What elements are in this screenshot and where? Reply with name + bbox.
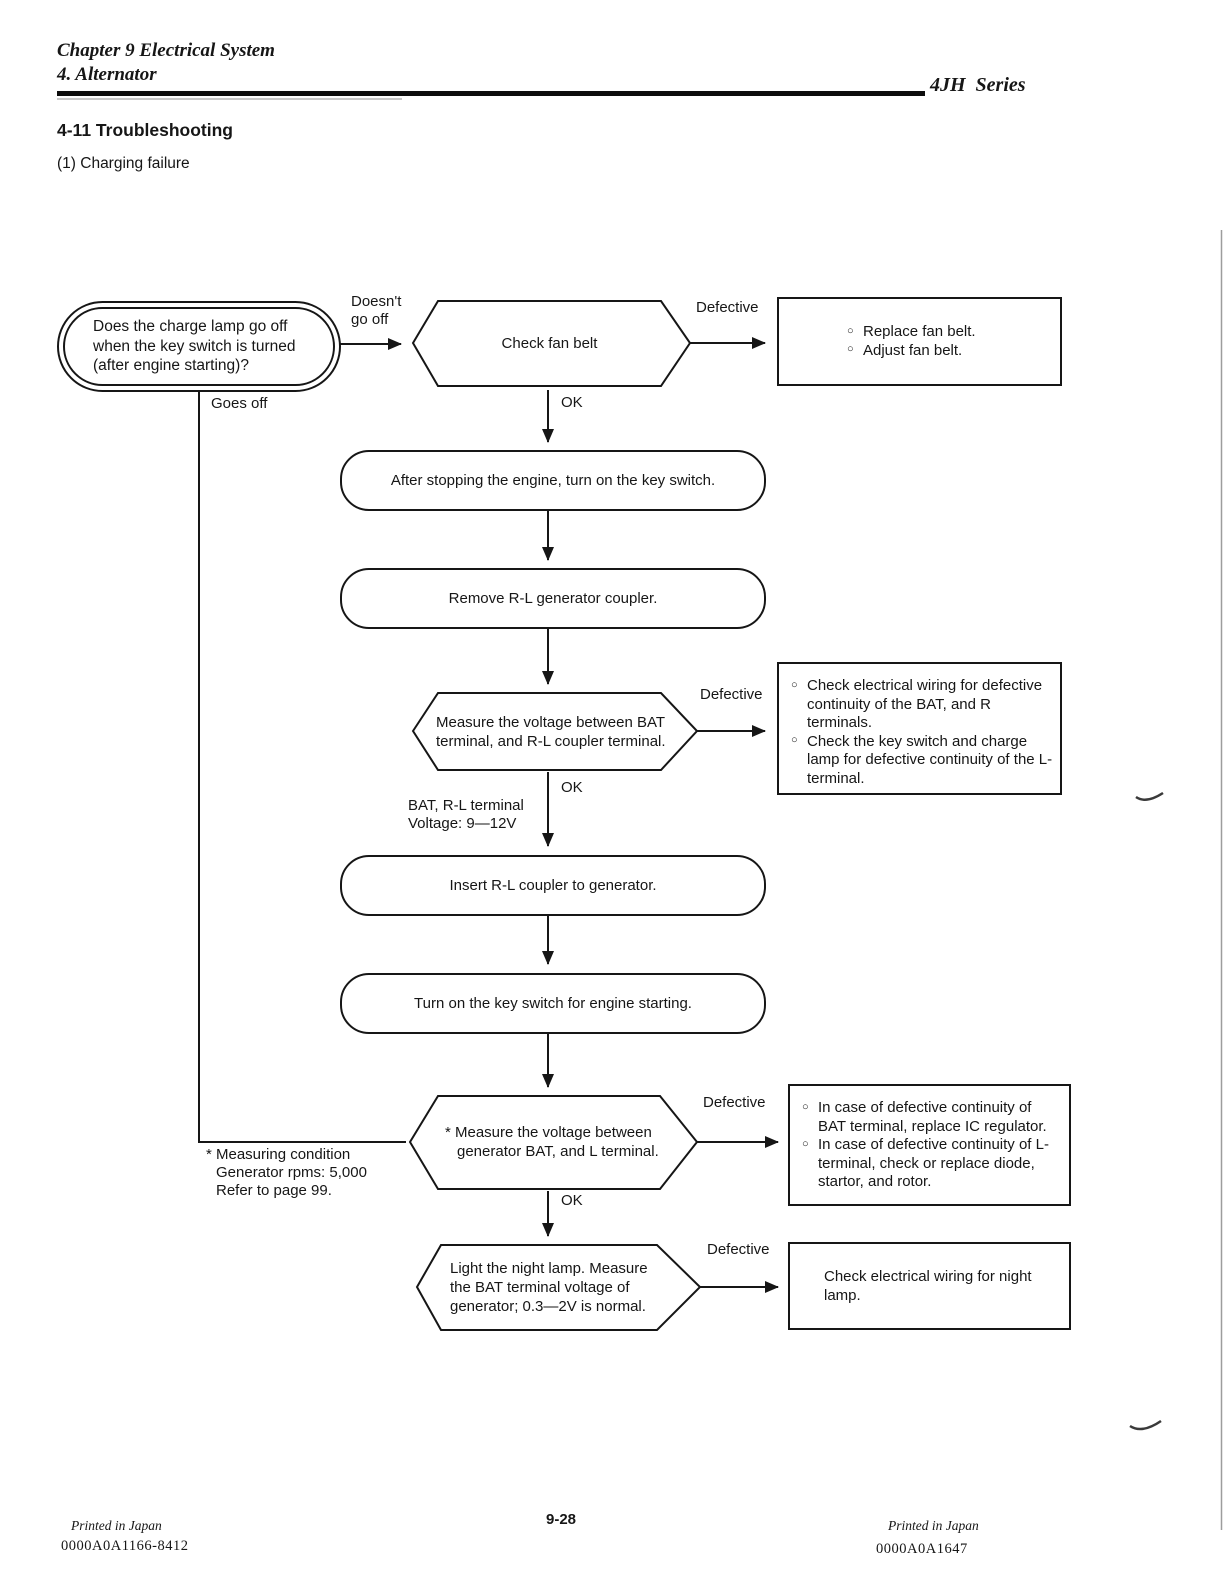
action-item: ○ In case of defective continuity of L-t… bbox=[802, 1136, 1049, 1190]
circle-bullet-icon: ○ bbox=[847, 324, 854, 337]
hexagon-measure-bat-rl bbox=[411, 692, 699, 771]
header-rule bbox=[57, 91, 925, 96]
label-defective-2: Defective bbox=[700, 686, 763, 703]
label-doesnt-go-off: Doesn't go off bbox=[351, 293, 402, 328]
note-bat-rl-voltage: BAT, R-L terminal Voltage: 9—12V bbox=[408, 797, 524, 832]
series-label: 4JH Series bbox=[930, 74, 1026, 96]
chapter-subtitle: 4. Alternator bbox=[57, 64, 157, 85]
note-measuring-condition: * Measuring condition Generator rpms: 5,… bbox=[206, 1146, 367, 1199]
label-defective-1: Defective bbox=[696, 299, 759, 316]
label-ok-2: OK bbox=[561, 779, 583, 796]
connector-goes-off bbox=[198, 390, 406, 1143]
chapter-title: Chapter 9 Electrical System bbox=[57, 40, 275, 61]
action-item: Check electrical wiring for night lamp. bbox=[824, 1268, 1032, 1304]
step-remove-coupler: Remove R-L generator coupler. bbox=[340, 568, 766, 629]
start-terminal: Does the charge lamp go off when the key… bbox=[57, 301, 341, 392]
decision-check-fan-belt: Check fan belt bbox=[501, 335, 598, 352]
label-defective-3: Defective bbox=[703, 1094, 766, 1111]
sub-heading: (1) Charging failure bbox=[57, 155, 190, 172]
label-goes-off: Goes off bbox=[211, 395, 268, 412]
action-item: ○ In case of defective continuity of BAT… bbox=[802, 1099, 1047, 1135]
footer-left-code: 0000A0A1166-8412 bbox=[61, 1538, 189, 1554]
circle-bullet-icon: ○ bbox=[791, 678, 798, 691]
page-number: 9-28 bbox=[546, 1511, 577, 1528]
circle-bullet-icon: ○ bbox=[802, 1137, 809, 1150]
action-box-regulator: ○ In case of defective continuity of BAT… bbox=[788, 1084, 1071, 1206]
hexagon-night-lamp bbox=[415, 1244, 702, 1331]
action-box-wiring-checks: ○ Check electrical wiring for defective … bbox=[777, 662, 1062, 795]
hexagon-measure-gen-bat-l bbox=[408, 1095, 699, 1190]
label-ok-1: OK bbox=[561, 394, 583, 411]
action-item: ○ Adjust fan belt. bbox=[847, 341, 963, 359]
action-item: ○ Check the key switch and charge lamp f… bbox=[791, 732, 1053, 787]
footer-right-imprint: Printed in Japan bbox=[888, 1518, 979, 1533]
decision-night-lamp: Light the night lamp. Measure the BAT te… bbox=[450, 1260, 648, 1315]
action-item: ○ Replace fan belt. bbox=[847, 323, 976, 340]
footer-left-imprint: Printed in Japan bbox=[71, 1518, 162, 1533]
circle-bullet-icon: ○ bbox=[802, 1100, 809, 1113]
start-terminal-text: Does the charge lamp go off when the key… bbox=[63, 307, 335, 386]
label-ok-3: OK bbox=[561, 1192, 583, 1209]
circle-bullet-icon: ○ bbox=[791, 734, 798, 746]
scan-mark-1 bbox=[1135, 791, 1164, 801]
step-stop-engine: After stopping the engine, turn on the k… bbox=[340, 450, 766, 511]
circle-bullet-icon: ○ bbox=[847, 343, 854, 355]
decision-measure-bat-rl: Measure the voltage between BAT terminal… bbox=[436, 713, 666, 750]
decision-measure-gen-bat-l: * Measure the voltage between generator … bbox=[445, 1124, 659, 1160]
action-box-night-lamp: Check electrical wiring for night lamp. bbox=[788, 1242, 1071, 1330]
label-defective-4: Defective bbox=[707, 1241, 770, 1258]
step-key-switch: Turn on the key switch for engine starti… bbox=[340, 973, 766, 1034]
hexagon-check-fan-belt bbox=[411, 300, 692, 387]
action-item: ○ Check electrical wiring for defective … bbox=[791, 677, 1043, 731]
page-heading: 4-11 Troubleshooting bbox=[57, 120, 233, 140]
footer-right-code: 0000A0A1647 bbox=[876, 1541, 968, 1557]
action-box-fan-belt: ○ Replace fan belt. ○ Adjust fan belt. bbox=[777, 297, 1062, 386]
header-rule-echo bbox=[57, 98, 402, 100]
scan-mark-2 bbox=[1129, 1419, 1162, 1431]
step-insert-coupler: Insert R-L coupler to generator. bbox=[340, 855, 766, 916]
